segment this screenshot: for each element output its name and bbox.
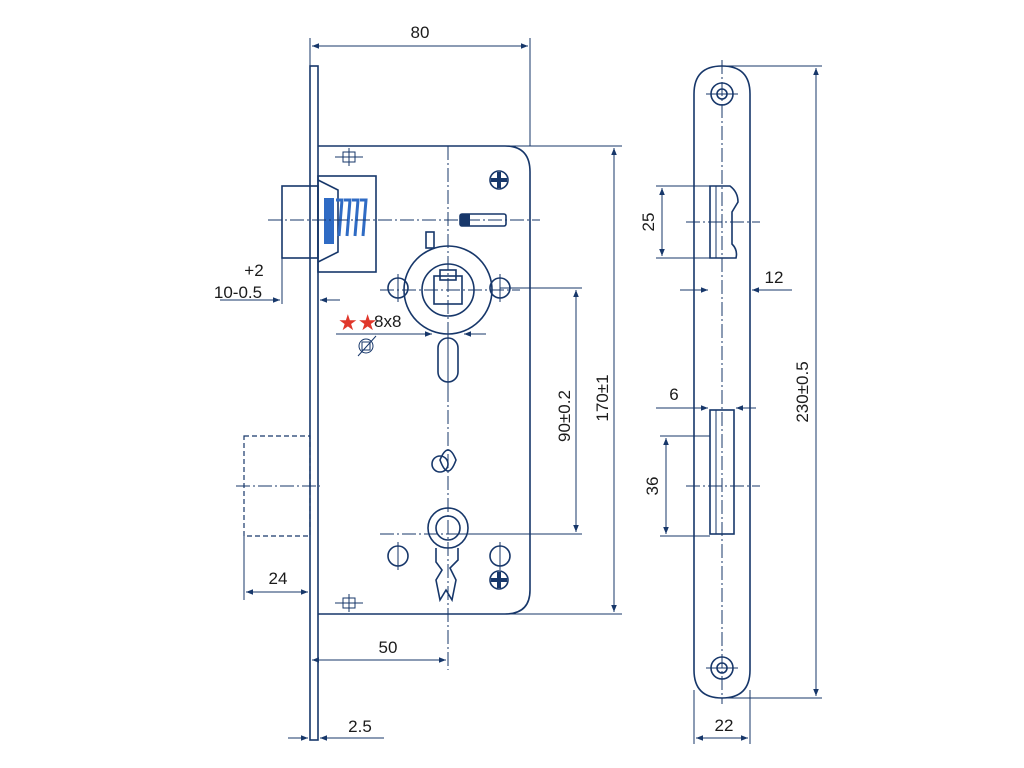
faceplate-outline (693, 65, 751, 699)
dim-faceplate-width: 22 (715, 716, 734, 735)
lock-case (318, 145, 531, 615)
screw-mark-top-left (335, 148, 363, 166)
small-tab (425, 231, 435, 249)
screw-icon-top (489, 170, 509, 190)
dim-faceplate-length: 230±0.5 (793, 361, 812, 422)
front-view: 80 170±1 90±0.2 +2 10-0.5 ★★ 8x8 24 (214, 23, 622, 741)
oval-hole (431, 449, 457, 473)
dim-latch-height: 25 (639, 213, 658, 232)
dim-faceplate-thickness: 2.5 (348, 717, 372, 736)
dim-backset-50: 50 (379, 638, 398, 657)
dim-bolt-offset: 6 (669, 385, 678, 404)
lever-slot (459, 213, 507, 227)
square-symbol-icon (357, 335, 377, 357)
faceplate-hole-bottom-icon (706, 656, 738, 680)
faceplate-hole-top-icon (706, 82, 738, 106)
dim-tolerance-plus: +2 (244, 261, 263, 280)
screw-icon-bottom (489, 570, 509, 590)
spindle-star-marker: ★★ (338, 311, 377, 336)
bolt-window (709, 409, 735, 535)
spring-icon (336, 198, 368, 237)
faceplate-view: 25 12 6 36 230±0.5 22 (639, 60, 822, 744)
spindle-hub (380, 245, 520, 335)
latch-window (686, 185, 760, 259)
dim-backset: 10-0.5 (214, 283, 262, 302)
dim-deadbolt-throw: 24 (269, 569, 288, 588)
dim-spindle-square: 8x8 (374, 312, 401, 331)
faceplate-strip (309, 65, 319, 741)
dim-center-distance: 90±0.2 (555, 390, 574, 442)
deadbolt-outline (236, 435, 320, 537)
spring-block (324, 198, 334, 244)
dim-faceplate-offset: 12 (765, 268, 784, 287)
screw-mark-bottom-left (335, 594, 363, 612)
dim-bolt-height: 36 (643, 477, 662, 496)
latch-bolt (268, 175, 540, 273)
dim-width-80: 80 (411, 23, 430, 42)
dim-case-height: 170±1 (593, 374, 612, 421)
oval-slot (437, 330, 459, 390)
